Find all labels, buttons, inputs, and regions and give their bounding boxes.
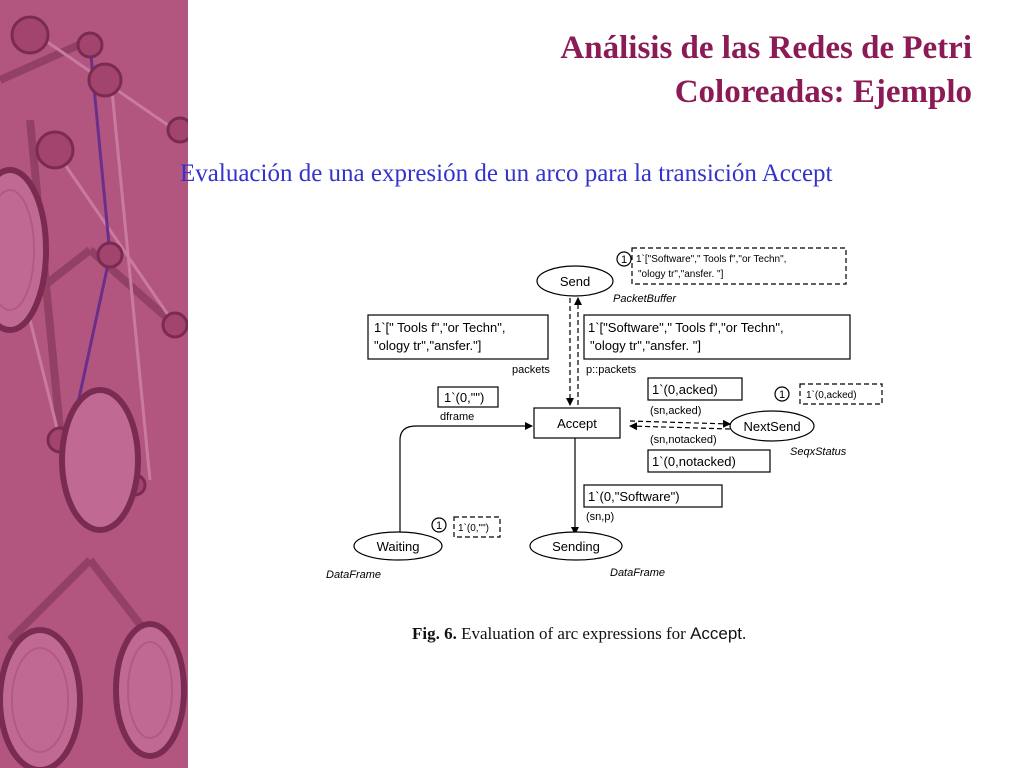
- binding-notacked-value: 1`(0,notacked): [652, 454, 736, 469]
- molecule-decoration: [0, 0, 188, 768]
- binding-p-packets-line2: "ology tr","ansfer. "]: [590, 338, 701, 353]
- transition-accept: Accept: [533, 407, 621, 439]
- arc-send-accept: [566, 297, 582, 406]
- slide-title-line1: Análisis de las Redes de Petri: [560, 30, 972, 66]
- marking-send-line1: 1`["Software"," Tools f","or Techn",: [636, 253, 786, 265]
- marking-next-send: 1 1`(0,acked): [774, 383, 883, 405]
- place-sending: Sending DataFrame: [529, 531, 665, 579]
- marking-next-send-count: 1: [779, 389, 785, 401]
- figure-caption-end: .: [742, 624, 747, 643]
- binding-acked-value: 1`(0,acked): [652, 382, 718, 397]
- slide-subtitle: Evaluación de una expresión de un arco p…: [180, 160, 833, 187]
- arc-label-packets: packets: [512, 364, 550, 376]
- marking-send-line2: "ology tr","ansfer. "]: [638, 269, 724, 280]
- place-next-send-type: SeqxStatus: [790, 446, 847, 458]
- binding-packets-line2: "ology tr","ansfer."]: [374, 338, 481, 353]
- place-waiting-name: Waiting: [377, 539, 420, 554]
- place-sending-name: Sending: [552, 539, 600, 554]
- place-send-name: Send: [560, 274, 590, 289]
- binding-packets: 1`[" Tools f","or Techn", "ology tr","an…: [367, 314, 549, 360]
- marking-waiting-value: 1`(0,""): [458, 522, 489, 534]
- binding-packets-line1: 1`[" Tools f","or Techn",: [374, 320, 505, 335]
- marking-send-count: 1: [621, 254, 627, 266]
- figure-caption-text: Evaluation of arc expressions for: [461, 624, 686, 643]
- marking-waiting-count: 1: [436, 520, 442, 532]
- place-send: Send PacketBuffer: [536, 265, 677, 305]
- place-waiting: Waiting DataFrame: [326, 531, 443, 581]
- figure-caption-term: Accept: [690, 624, 743, 643]
- marking-next-send-value: 1`(0,acked): [806, 389, 857, 401]
- place-sending-type: DataFrame: [610, 567, 665, 579]
- place-next-send: NextSend SeqxStatus: [729, 410, 847, 458]
- arc-label-dframe: dframe: [440, 411, 474, 423]
- slide-title: Análisis de las Redes de Petri Coloreada…: [560, 26, 972, 114]
- slide-title-line2: Coloreadas: Ejemplo: [674, 74, 972, 110]
- arc-label-sn-notacked: (sn,notacked): [650, 434, 717, 446]
- figure-caption-label: Fig. 6.: [412, 624, 457, 643]
- binding-dframe-value: 1`(0,""): [444, 390, 484, 405]
- binding-p-packets: 1`["Software"," Tools f","or Techn", "ol…: [583, 314, 851, 360]
- arc-label-sn-acked: (sn,acked): [650, 405, 701, 417]
- arc-label-p-packets: p::packets: [586, 364, 637, 376]
- transition-accept-name: Accept: [557, 416, 597, 431]
- arc-label-sn-p: (sn,p): [586, 511, 614, 523]
- binding-acked: 1`(0,acked): [647, 377, 743, 401]
- figure-caption: Fig. 6. Evaluation of arc expressions fo…: [412, 624, 746, 644]
- petri-net-diagram: Send PacketBuffer NextSend SeqxStatus Wa…: [326, 247, 883, 581]
- place-next-send-name: NextSend: [743, 419, 800, 434]
- marking-waiting: 1 1`(0,""): [431, 516, 501, 538]
- arc-accept-nextsend: [629, 419, 731, 431]
- place-send-type: PacketBuffer: [613, 293, 677, 305]
- binding-software: 1`(0,"Software"): [583, 484, 723, 508]
- arc-waiting-accept: [399, 422, 533, 536]
- binding-dframe: 1`(0,""): [437, 386, 499, 408]
- marking-send: 1 1`["Software"," Tools f","or Techn", "…: [616, 247, 847, 285]
- binding-software-value: 1`(0,"Software"): [588, 489, 680, 504]
- decorative-sidebar: [0, 0, 188, 768]
- binding-notacked: 1`(0,notacked): [647, 449, 771, 473]
- binding-p-packets-line1: 1`["Software"," Tools f","or Techn",: [588, 320, 784, 335]
- place-waiting-type: DataFrame: [326, 569, 381, 581]
